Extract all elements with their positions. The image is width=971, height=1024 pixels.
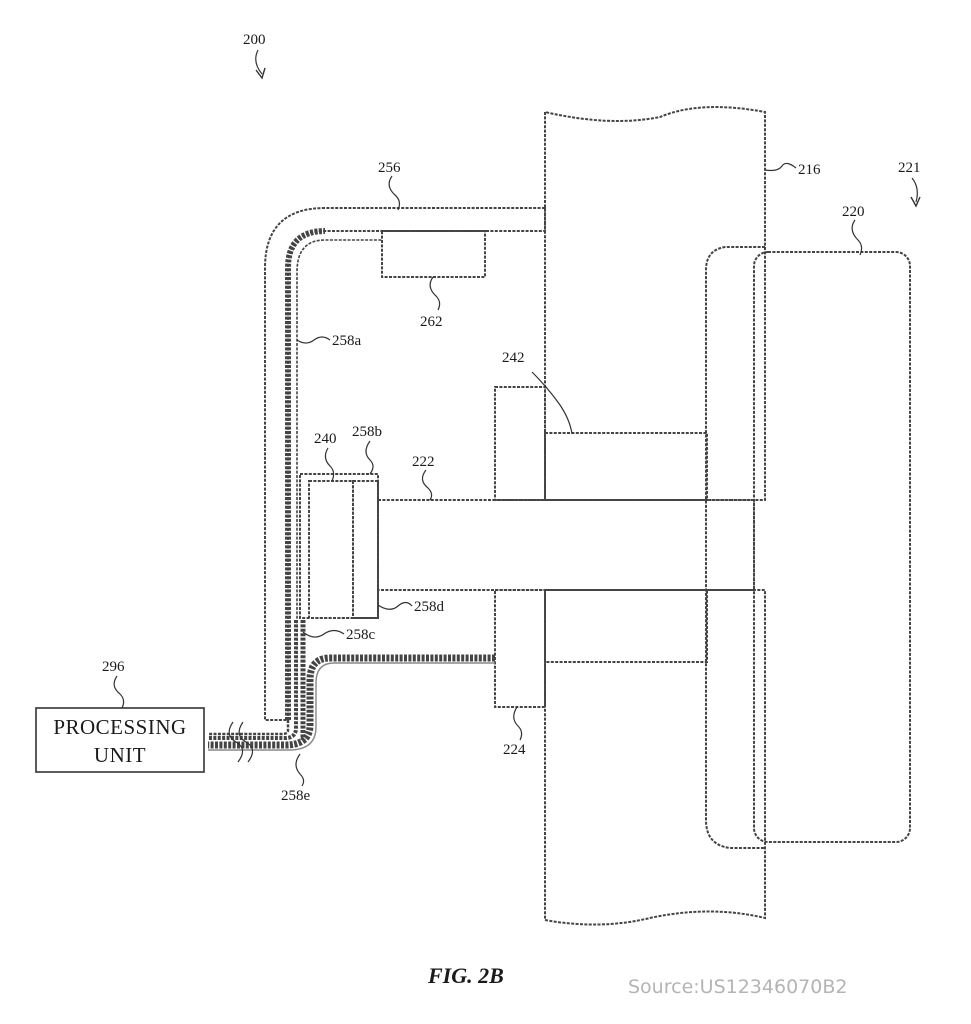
label-258b: 258b — [352, 424, 382, 440]
label-296: 296 — [102, 659, 125, 675]
leader-258d — [377, 601, 413, 610]
label-240: 240 — [314, 431, 337, 447]
leader-221 — [911, 177, 918, 203]
label-258e: 258e — [281, 788, 311, 804]
leader-258c — [302, 629, 345, 638]
leader-262 — [429, 276, 441, 311]
label-262: 262 — [420, 314, 443, 330]
leader-242 — [531, 371, 573, 435]
leader-220 — [851, 219, 863, 256]
label-258a: 258a — [332, 333, 362, 349]
magnet-240 — [308, 480, 354, 619]
label-256: 256 — [378, 160, 401, 176]
leader-256 — [388, 175, 401, 211]
flex-258-lower-inner — [208, 662, 495, 751]
flex-258-lower — [208, 654, 495, 749]
processing-unit-line1: PROCESSING — [53, 715, 186, 739]
sensor-262 — [381, 230, 486, 278]
leader-258b — [365, 440, 374, 475]
label-216: 216 — [798, 162, 821, 178]
label-222: 222 — [412, 454, 435, 470]
seal-224 — [494, 589, 546, 708]
label-258d: 258d — [414, 599, 445, 615]
flex-258e — [208, 620, 298, 740]
element-258b — [352, 480, 379, 619]
label-258c: 258c — [346, 627, 376, 643]
housing-wall-upper — [544, 106, 766, 501]
processing-unit-box — [35, 707, 205, 773]
knob-recess — [705, 246, 765, 849]
leader-200 — [255, 49, 263, 75]
break-mark-icon — [228, 721, 244, 763]
leader-296 — [113, 675, 125, 709]
flex-258a — [285, 228, 326, 720]
knob-220 — [753, 251, 911, 843]
label-220: 220 — [842, 204, 865, 220]
leader-258e — [295, 753, 305, 787]
figure-title: FIG. 2B — [427, 963, 504, 988]
shaft-222 — [377, 499, 755, 591]
flex-258a-inner — [296, 239, 382, 720]
leader-222 — [421, 469, 433, 501]
label-242: 242 — [502, 350, 525, 366]
arrow-221-icon — [910, 196, 921, 208]
break-mark-icon-2 — [238, 721, 254, 763]
label-224: 224 — [503, 742, 526, 758]
label-200: 200 — [243, 32, 266, 48]
arrow-200-icon — [255, 67, 266, 80]
magnet-housing — [299, 473, 379, 619]
source-watermark: Source:US12346070B2 — [628, 976, 847, 998]
leader-258a — [296, 336, 331, 344]
leader-240 — [324, 447, 335, 482]
sleeve-upper — [544, 432, 708, 501]
flex-258e-b — [208, 720, 290, 736]
seal-242 — [494, 386, 546, 501]
leader-224 — [513, 706, 523, 741]
sleeve-lower — [544, 589, 708, 663]
label-221: 221 — [898, 160, 921, 176]
bracket-256 — [264, 207, 546, 721]
processing-unit-line2: UNIT — [94, 743, 146, 767]
leader-216 — [764, 162, 797, 172]
housing-wall-lower — [544, 589, 766, 926]
